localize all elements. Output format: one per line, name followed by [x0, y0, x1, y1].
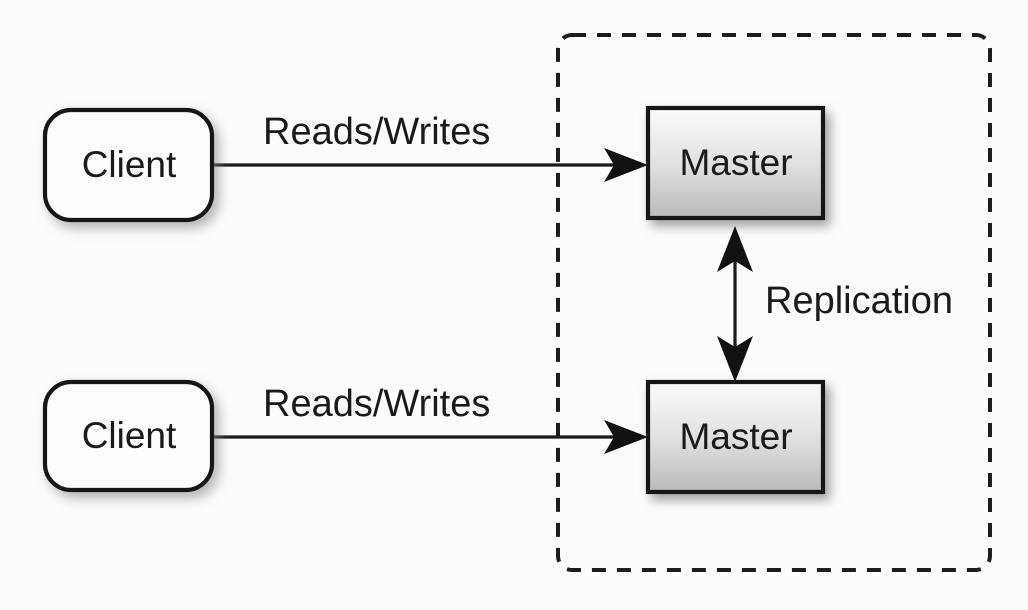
- master-node-bottom[interactable]: [645, 379, 826, 495]
- client-label-bottom: Client: [82, 415, 177, 456]
- client-node-top[interactable]: [42, 107, 215, 223]
- master-label-bottom: Master: [679, 416, 792, 457]
- arrow-head-reads-writes-top: [604, 148, 648, 182]
- arrow-head-replication-up: [717, 226, 753, 272]
- master-box-top: [645, 105, 826, 221]
- client-box-bottom: [42, 379, 215, 493]
- client-box-top: [42, 107, 215, 223]
- edge-label-reads-writes-top: Reads/Writes: [263, 111, 490, 153]
- arrow-head-reads-writes-bottom: [604, 420, 648, 454]
- client-node-bottom[interactable]: [42, 379, 215, 493]
- replication-group-boundary: [556, 33, 992, 572]
- client-label-top: Client: [82, 144, 177, 185]
- master-box-bottom: [645, 379, 826, 495]
- master-label-top: Master: [679, 142, 792, 183]
- edge-label-replication: Replication: [765, 280, 953, 322]
- master-node-top[interactable]: [645, 105, 826, 221]
- edge-label-reads-writes-bottom: Reads/Writes: [263, 383, 490, 425]
- arrow-head-replication-down: [717, 336, 753, 382]
